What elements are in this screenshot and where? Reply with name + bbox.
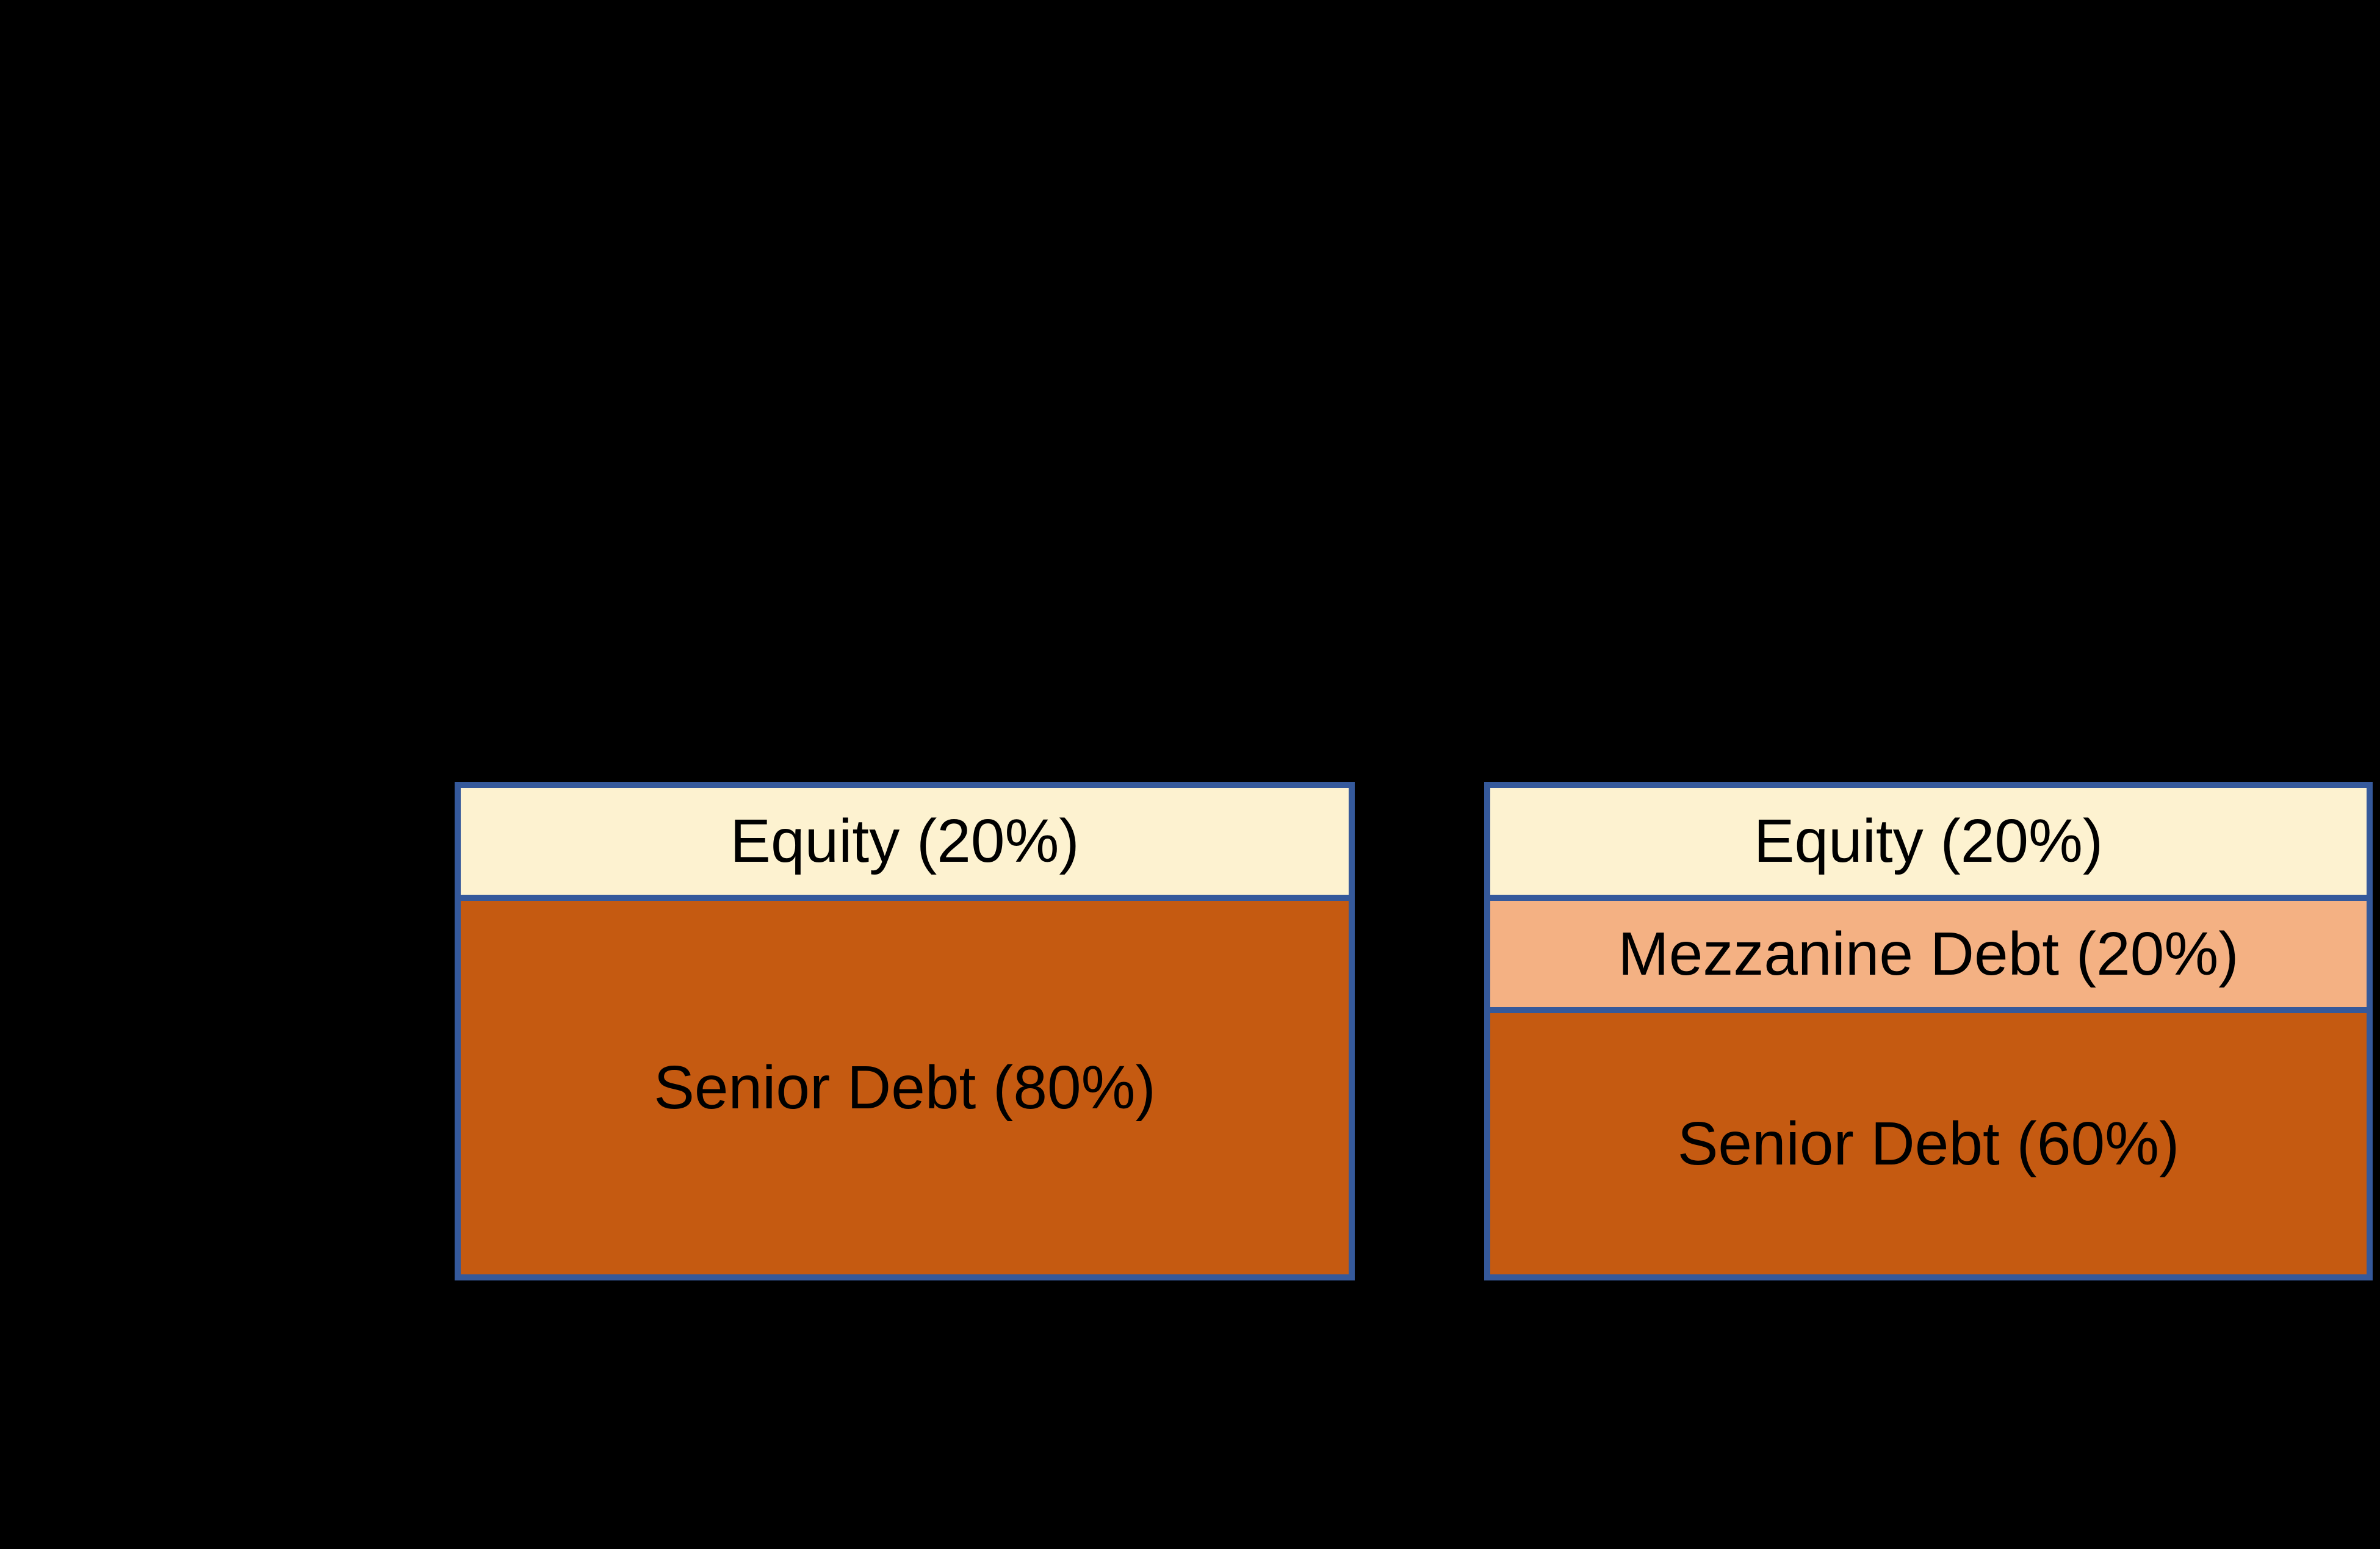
- mezzanine-debt-segment-label: Mezzanine Debt (20%): [1618, 919, 2239, 988]
- capital-structure-with-mezzanine: Equity (20%) Mezzanine Debt (20%) Senior D…: [1484, 782, 2373, 1280]
- equity-segment: Equity (20%): [1490, 788, 2367, 895]
- capital-structure-without-mezzanine: Equity (20%) Senior Debt (80%): [455, 782, 1355, 1280]
- senior-debt-segment-label: Senior Debt (60%): [1677, 1109, 2180, 1178]
- equity-segment-label: Equity (20%): [730, 807, 1080, 876]
- equity-segment-label: Equity (20%): [1753, 807, 2104, 876]
- senior-debt-segment: Senior Debt (60%): [1490, 1013, 2367, 1274]
- senior-debt-segment-label: Senior Debt (80%): [654, 1053, 1156, 1122]
- mezzanine-debt-segment: Mezzanine Debt (20%): [1490, 900, 2367, 1007]
- senior-debt-segment: Senior Debt (80%): [461, 900, 1349, 1274]
- equity-segment: Equity (20%): [461, 788, 1349, 895]
